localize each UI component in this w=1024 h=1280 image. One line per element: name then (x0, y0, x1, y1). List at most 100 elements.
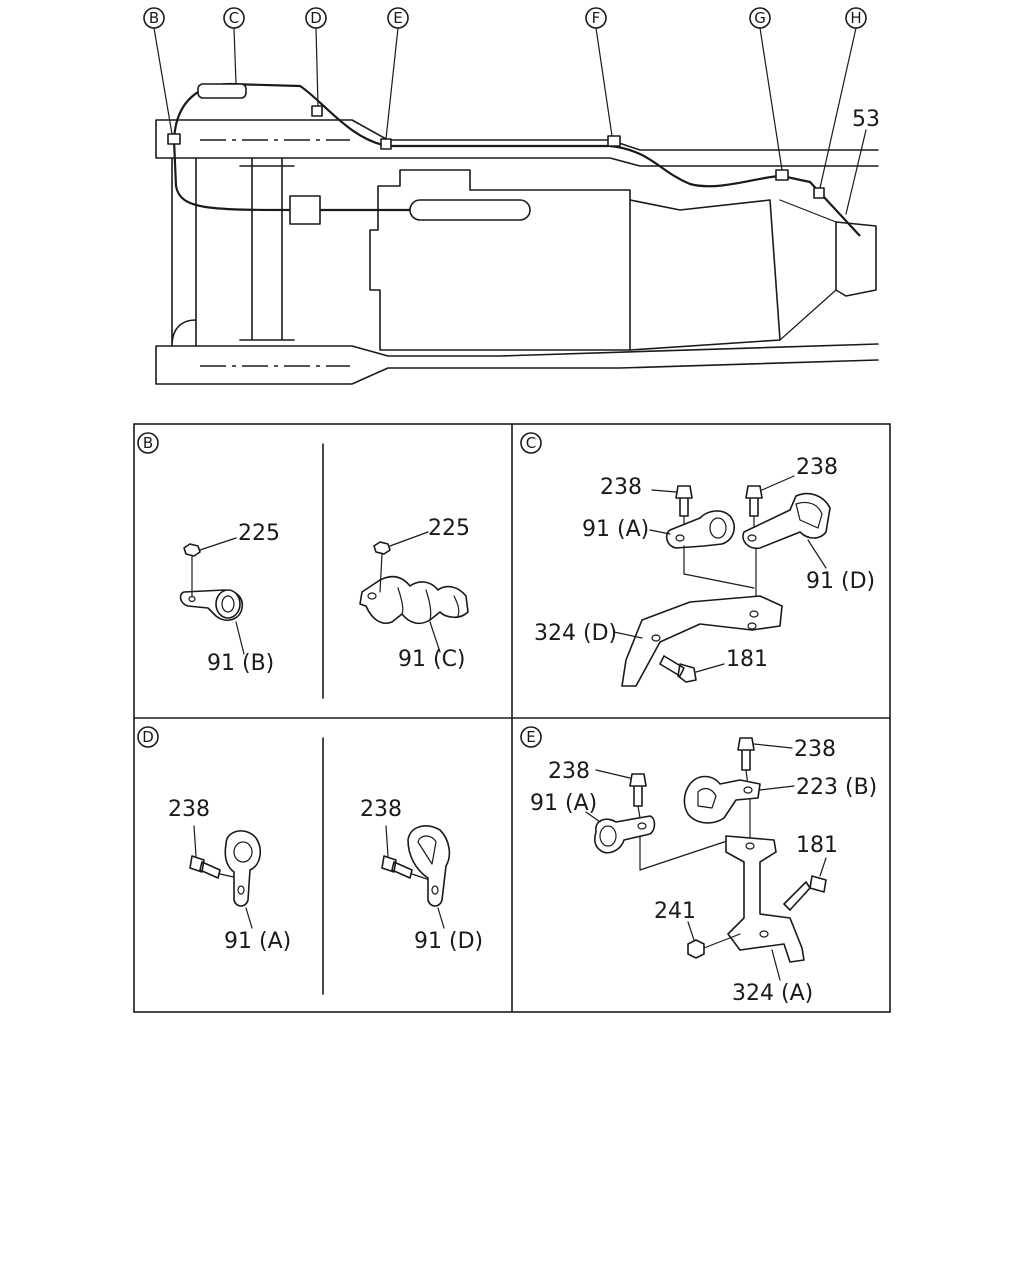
cable-joint (289, 195, 321, 225)
panel-c-letter: C (526, 434, 536, 452)
bolt-181-e-leader (819, 857, 827, 877)
nut-241[interactable] (687, 939, 705, 959)
bracket-324a-hole-bottom (759, 930, 769, 938)
nut-225-right[interactable] (373, 541, 391, 555)
clip-91a-e-hole (599, 825, 617, 847)
nut-225-left-guide (191, 537, 245, 655)
clip-91d-d-bolt-hole (431, 885, 439, 895)
clip-91a-c[interactable] (665, 510, 735, 549)
bolt-238-left[interactable] (675, 485, 693, 517)
part-label-238-d-left: 238 (168, 797, 210, 822)
clip-91a-e-bolt-hole (637, 822, 647, 830)
bracket-324d-hole-c (651, 634, 661, 642)
nut-225-left[interactable] (183, 543, 201, 557)
callout-circle-h[interactable] (845, 7, 867, 29)
clip-91d-c-loop (795, 501, 823, 529)
clip-91d-d[interactable] (407, 825, 451, 907)
bracket-324a[interactable] (725, 835, 805, 963)
panel-b-letter: B (143, 434, 153, 452)
detail-panel-grid (133, 423, 891, 1013)
chassis-overview (153, 27, 879, 385)
bracket-324d-hole-a (749, 610, 759, 618)
callout-c: C (229, 9, 239, 27)
clamp-marker-h (813, 187, 825, 199)
clamp-marker-g (775, 169, 789, 181)
part-label-225-left: 225 (238, 521, 280, 546)
part-label-238-e-top: 238 (794, 737, 836, 762)
panel-c: C 238 238 91 (A) 91 (D) 324 (D) 181 (520, 432, 875, 687)
part-label-91c: 91 (C) (398, 647, 466, 672)
bolt-238-right[interactable] (745, 485, 763, 517)
part-label-238-left: 238 (600, 475, 642, 500)
bolt-238-d-left[interactable] (189, 855, 221, 879)
part-label-91a-e: 91 (A) (530, 791, 597, 816)
bolt-238-e-top[interactable] (737, 737, 755, 771)
callout-circle-c[interactable] (223, 7, 245, 29)
clip-91a-e[interactable] (594, 815, 656, 854)
bracket-324d-hole-b (747, 622, 757, 630)
callout-e: E (393, 9, 402, 27)
cross-member (239, 157, 295, 341)
panel-e-letter: E (526, 728, 535, 746)
callout-circle-b[interactable] (143, 7, 165, 29)
clip-91a-d-bolt-hole (237, 885, 245, 895)
panel-c-badge (520, 432, 542, 454)
bracket-324d[interactable] (621, 595, 783, 687)
callout-circle-f[interactable] (585, 7, 607, 29)
nut-225-right-guide (379, 531, 441, 653)
callout-circle-d[interactable] (305, 7, 327, 29)
part-label-241: 241 (654, 899, 696, 924)
callout-g: G (754, 9, 766, 27)
bracket-324a-leader (771, 949, 781, 981)
clamp-marker-f (607, 135, 621, 147)
part-label-225-right: 225 (428, 516, 470, 541)
bolt-181-c-leader (695, 663, 725, 673)
part-label-53: 53 (852, 107, 880, 132)
callout-f: F (592, 9, 601, 27)
clamp-marker-d (311, 105, 323, 117)
part-label-91b: 91 (B) (207, 651, 274, 676)
clip-91d-c[interactable] (742, 492, 831, 550)
bolt-238-d-right[interactable] (381, 855, 413, 879)
part-label-238-e-mid: 238 (548, 759, 590, 784)
clip-223b[interactable] (683, 775, 761, 824)
panel-d-letter: D (142, 728, 154, 746)
clip-91a-c-leader (649, 529, 671, 535)
clip-91c[interactable] (359, 575, 469, 625)
propeller-shaft-lines (779, 199, 837, 341)
transmission-case (629, 199, 781, 351)
bolt-238-e-mid[interactable] (629, 773, 647, 807)
clamp-marker-b (167, 133, 181, 145)
part-label-91d-d: 91 (D) (414, 929, 483, 954)
part-label-238-right: 238 (796, 455, 838, 480)
clip-223b-loop (697, 787, 717, 809)
cable-clamp-c (197, 83, 247, 99)
callout-circle-g[interactable] (749, 7, 771, 29)
rear-housing (835, 221, 877, 297)
callout-circle-e[interactable] (387, 7, 409, 29)
clip-91a-c-bolt-hole (675, 534, 685, 542)
clip-91b-hole (221, 595, 235, 613)
part-label-181-e: 181 (796, 833, 838, 858)
bolt-238-e-mid-guide (595, 769, 641, 819)
frame-inner-lines (171, 157, 197, 347)
overview-callouts: B C D E F G H 53 (143, 7, 880, 132)
bracket-324d-leader (613, 631, 643, 639)
nut-241-guide (687, 921, 741, 949)
clip-91a-d-leader (245, 907, 253, 929)
clip-91a-e-leader (585, 811, 601, 823)
part-label-223b: 223 (B) (796, 775, 877, 800)
bracket-324a-hole-top (745, 842, 755, 850)
bolt-181-e[interactable] (783, 875, 827, 911)
part-label-91a-d: 91 (A) (224, 929, 291, 954)
lower-frame-rail (155, 343, 879, 385)
clip-91c-bolt-hole (367, 592, 377, 600)
clip-91d-c-leader (807, 539, 827, 569)
callout-d: D (310, 9, 322, 27)
panel-e: E 238 238 223 (B) 91 (A) 324 (A) 181 (520, 726, 877, 1006)
bolt-181-c[interactable] (659, 655, 697, 683)
clip-223b-bolt-hole (743, 786, 753, 794)
panel-e-badge (520, 726, 542, 748)
